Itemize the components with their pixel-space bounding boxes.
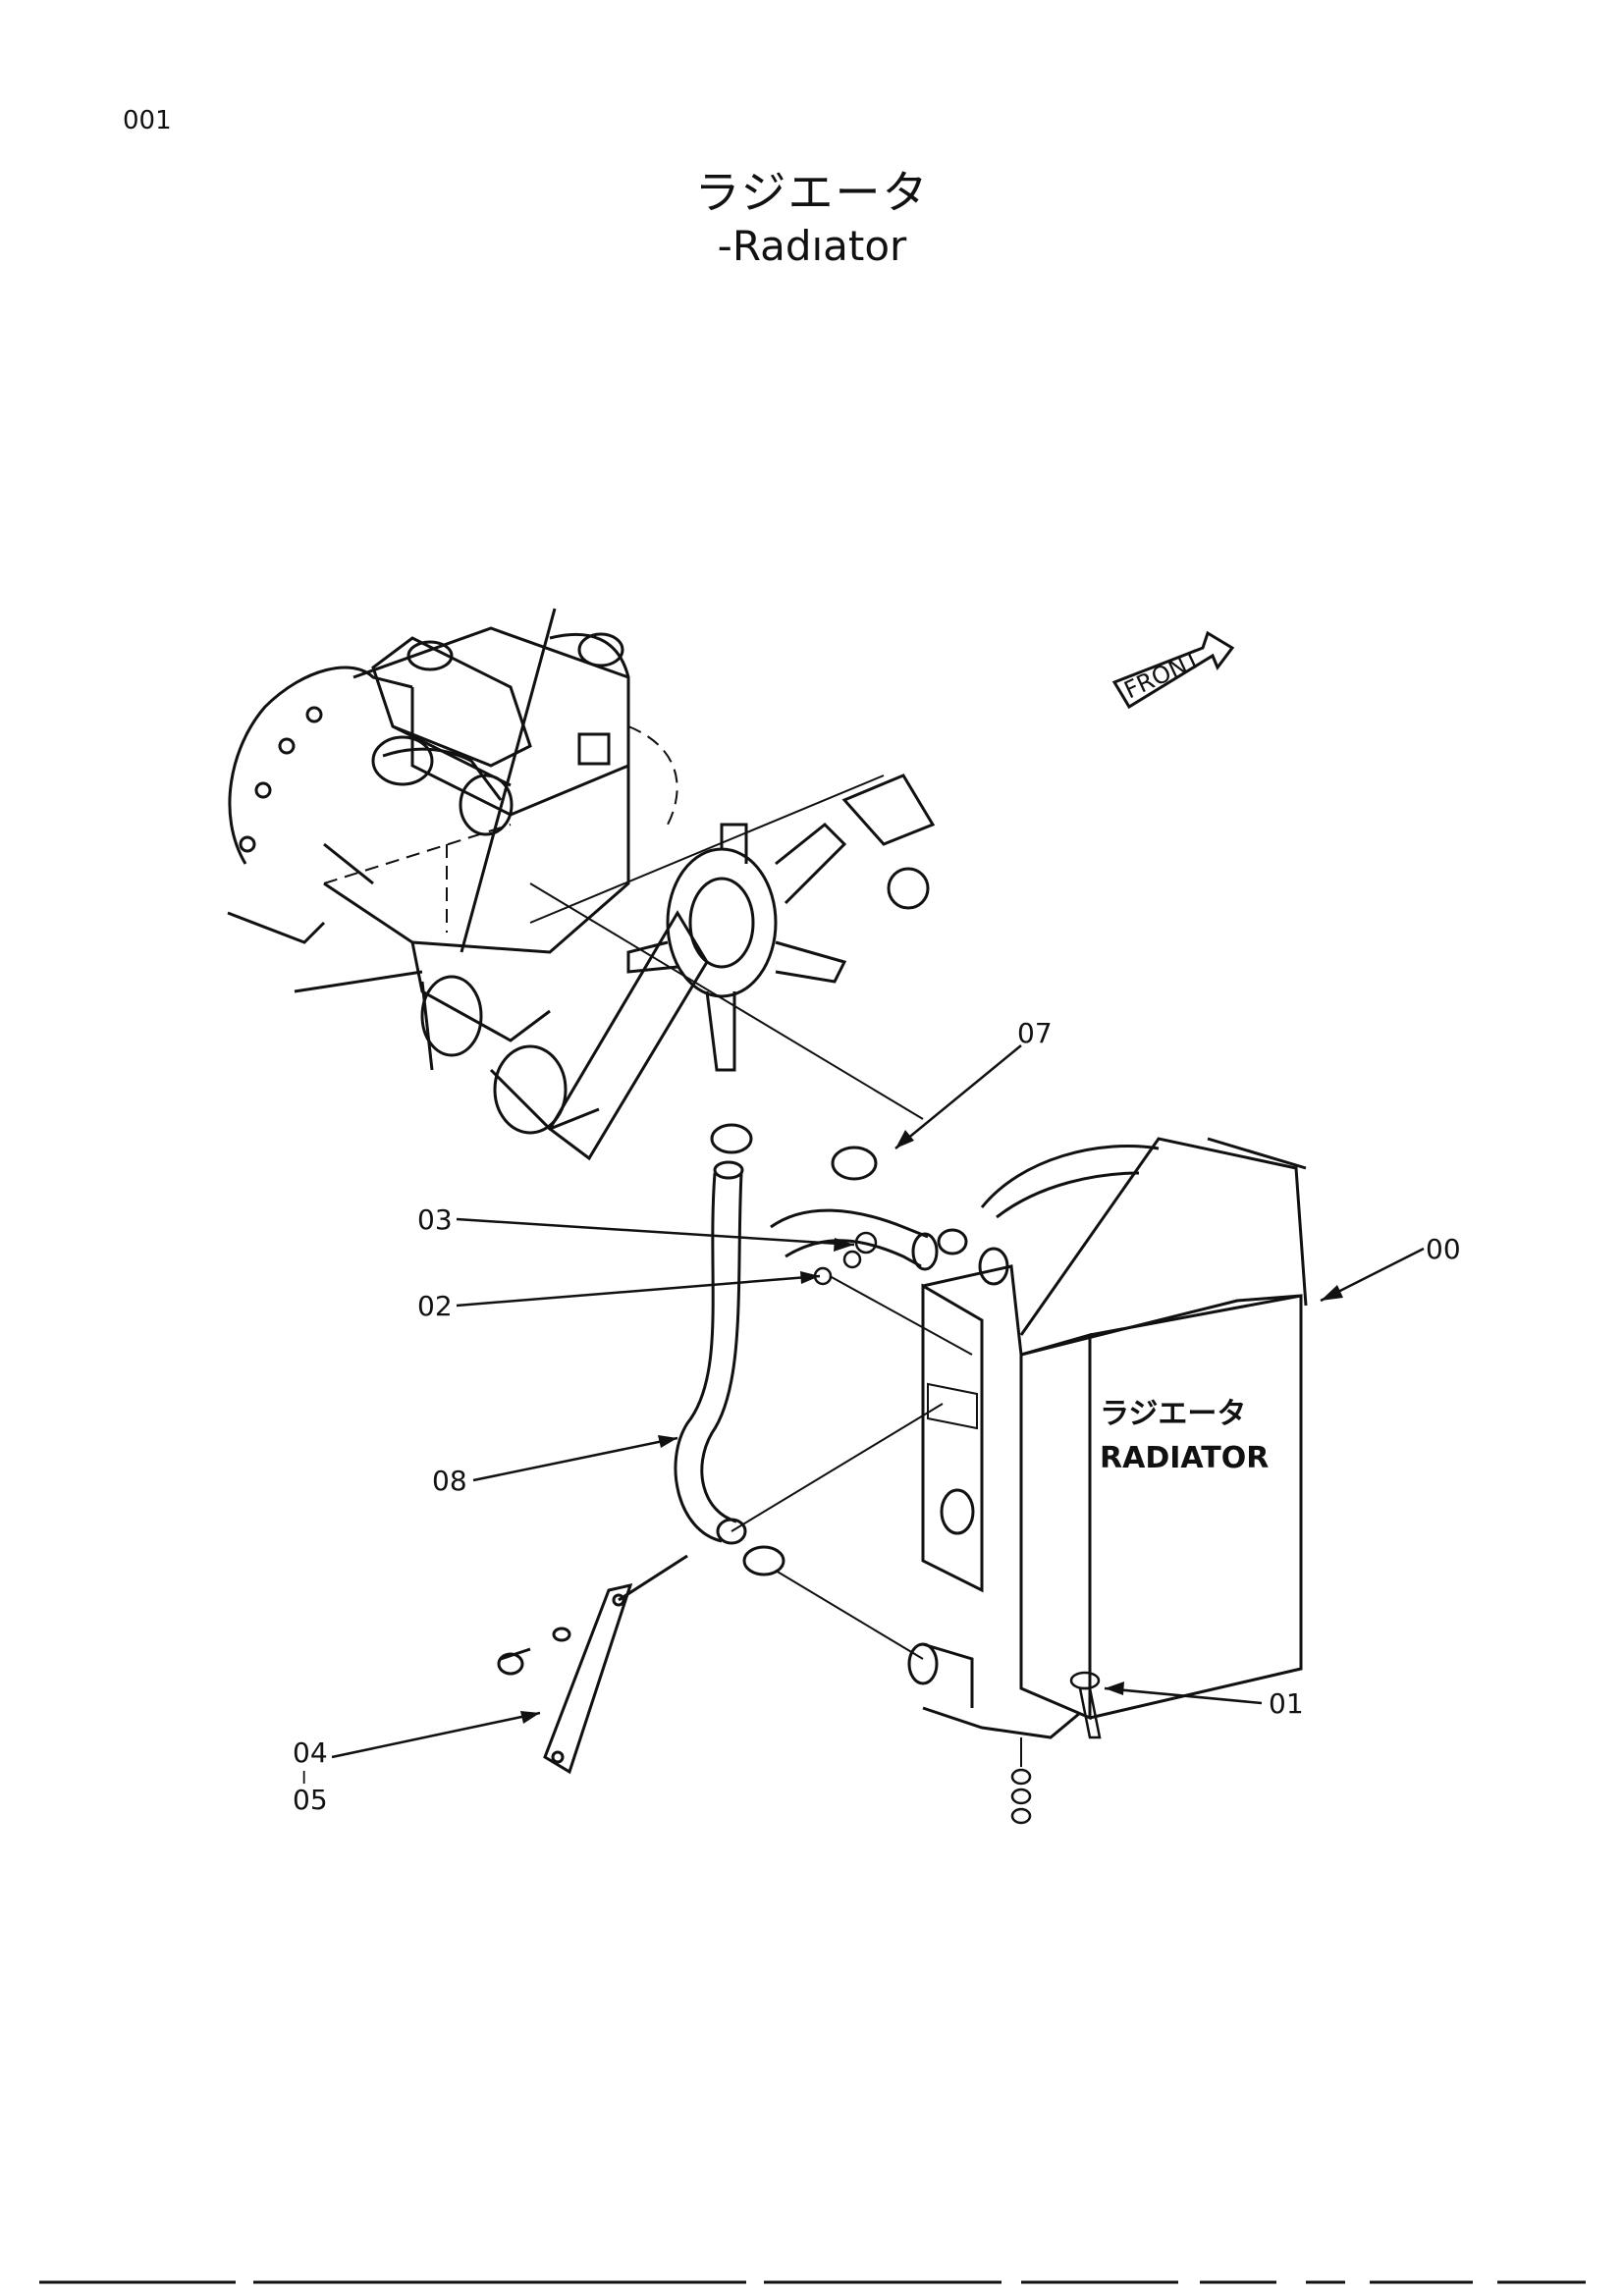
radiator-label-english: RADIATOR bbox=[1100, 1441, 1269, 1475]
callout-08: 08 bbox=[432, 1465, 467, 1497]
leader-08 bbox=[472, 1436, 678, 1482]
callout-01: 01 bbox=[1269, 1687, 1304, 1720]
leader-01 bbox=[1104, 1686, 1263, 1705]
leader-03 bbox=[456, 1217, 855, 1247]
front-arrow bbox=[1111, 630, 1235, 710]
lower-hose-08 bbox=[674, 1123, 785, 1576]
engine-assembly bbox=[227, 608, 936, 1161]
radiator bbox=[907, 1137, 1308, 1739]
alignment-lines bbox=[323, 725, 678, 933]
front-arrow-label: FRONT bbox=[1120, 645, 1205, 704]
leader-07 bbox=[894, 1044, 1022, 1149]
callout-05: 05 bbox=[293, 1784, 328, 1816]
leader-02 bbox=[456, 1274, 821, 1308]
callout-03: 03 bbox=[417, 1203, 453, 1236]
callout-07: 07 bbox=[1017, 1017, 1053, 1049]
leader-arrowheads bbox=[520, 1130, 1343, 1724]
radiator-plate bbox=[927, 1382, 978, 1430]
callout-04: 04 bbox=[293, 1736, 328, 1769]
stay-bracket bbox=[497, 1554, 688, 1775]
leader-lines bbox=[331, 1044, 1425, 1759]
page-title-english: -Radıator bbox=[717, 222, 907, 270]
fasteners bbox=[813, 1231, 1102, 1825]
page-number: 001 bbox=[123, 106, 172, 135]
radiator-label-japanese: ラジエータ bbox=[1100, 1397, 1246, 1431]
callout-02: 02 bbox=[417, 1290, 453, 1322]
leader-04 bbox=[331, 1711, 541, 1759]
assembly-lines bbox=[731, 1275, 1022, 1767]
page-title-japanese: ラジエータ bbox=[694, 166, 930, 219]
callout-04-05-separator: I bbox=[301, 1768, 306, 1789]
shaft-axis bbox=[529, 774, 924, 1120]
callout-00: 00 bbox=[1426, 1233, 1461, 1265]
upper-hose-07 bbox=[770, 1146, 939, 1271]
